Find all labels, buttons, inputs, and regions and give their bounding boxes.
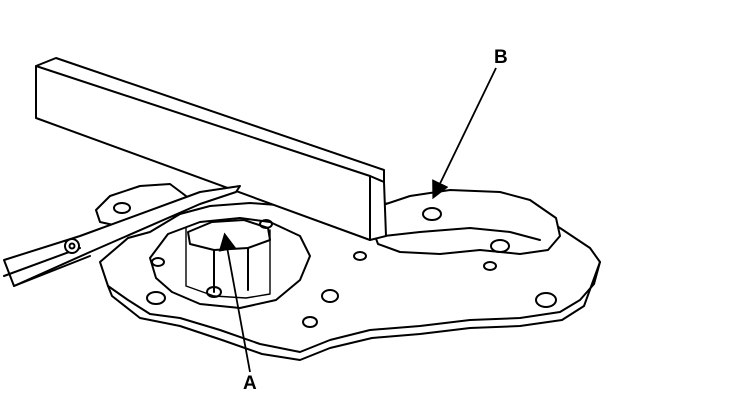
- straight-edge: [35, 57, 387, 241]
- leader-line-b: [432, 67, 497, 200]
- callout-label-a: A: [243, 373, 257, 394]
- leader-line-a: [218, 232, 251, 373]
- callout-label-b: B: [494, 47, 508, 68]
- flange-b: [371, 189, 561, 308]
- feeler-gauge: [3, 185, 241, 287]
